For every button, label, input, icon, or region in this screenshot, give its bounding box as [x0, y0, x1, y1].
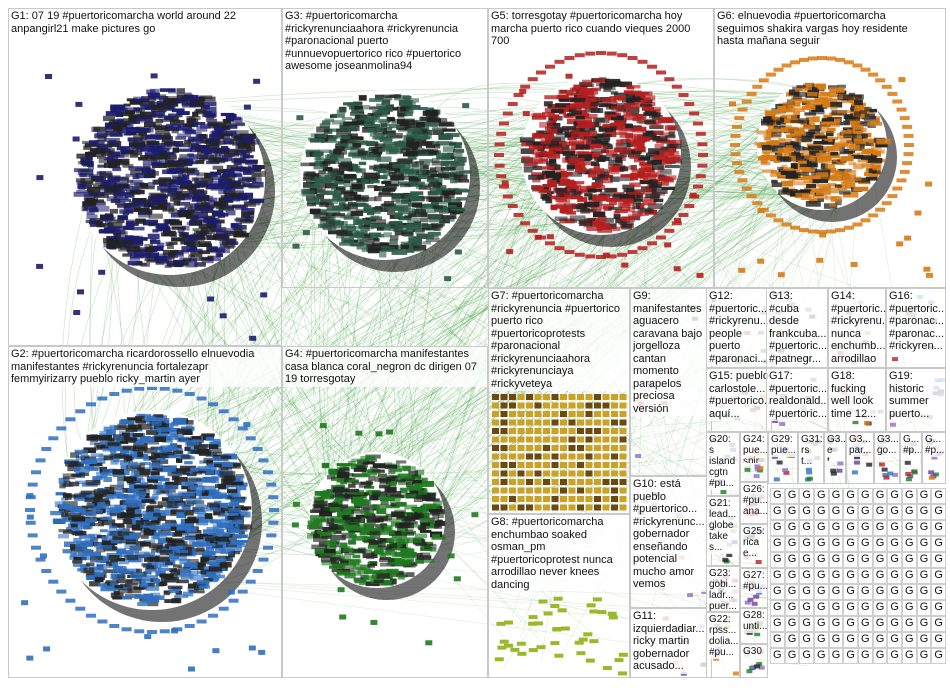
- network-graph-canvas: G1: 07 19 #puertoricomarcha world around…: [0, 0, 950, 688]
